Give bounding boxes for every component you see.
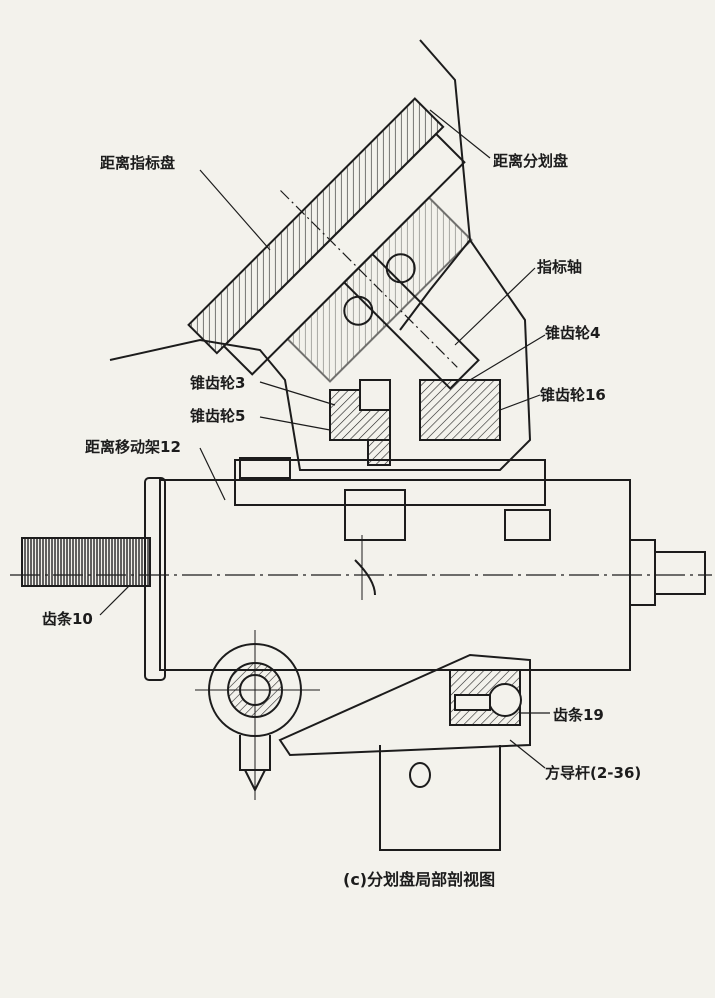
- label-distance-index-dial: 距离指标盘: [100, 154, 176, 172]
- label-square-guide-rod: 方导杆(2-36): [545, 764, 642, 782]
- rack-10-drawing: [21, 537, 151, 587]
- housing: [109, 39, 532, 471]
- label-bevel-gear-3: 锥齿轮3: [190, 374, 246, 392]
- label-rack-19: 齿条19: [553, 706, 604, 724]
- figure-caption: (c)分划盘局部剖视图: [343, 870, 496, 889]
- label-distance-carriage-12: 距离移动架12: [85, 438, 181, 456]
- label-index-shaft: 指标轴: [537, 258, 583, 276]
- label-bevel-gear-16: 锥齿轮16: [540, 386, 606, 404]
- label-rack-10: 齿条10: [42, 610, 93, 628]
- label-distance-graduated-dial: 距离分划盘: [493, 152, 569, 170]
- label-bevel-gear-5: 锥齿轮5: [190, 407, 246, 425]
- dial-assembly: [187, 97, 480, 390]
- label-bevel-gear-4: 锥齿轮4: [545, 324, 601, 342]
